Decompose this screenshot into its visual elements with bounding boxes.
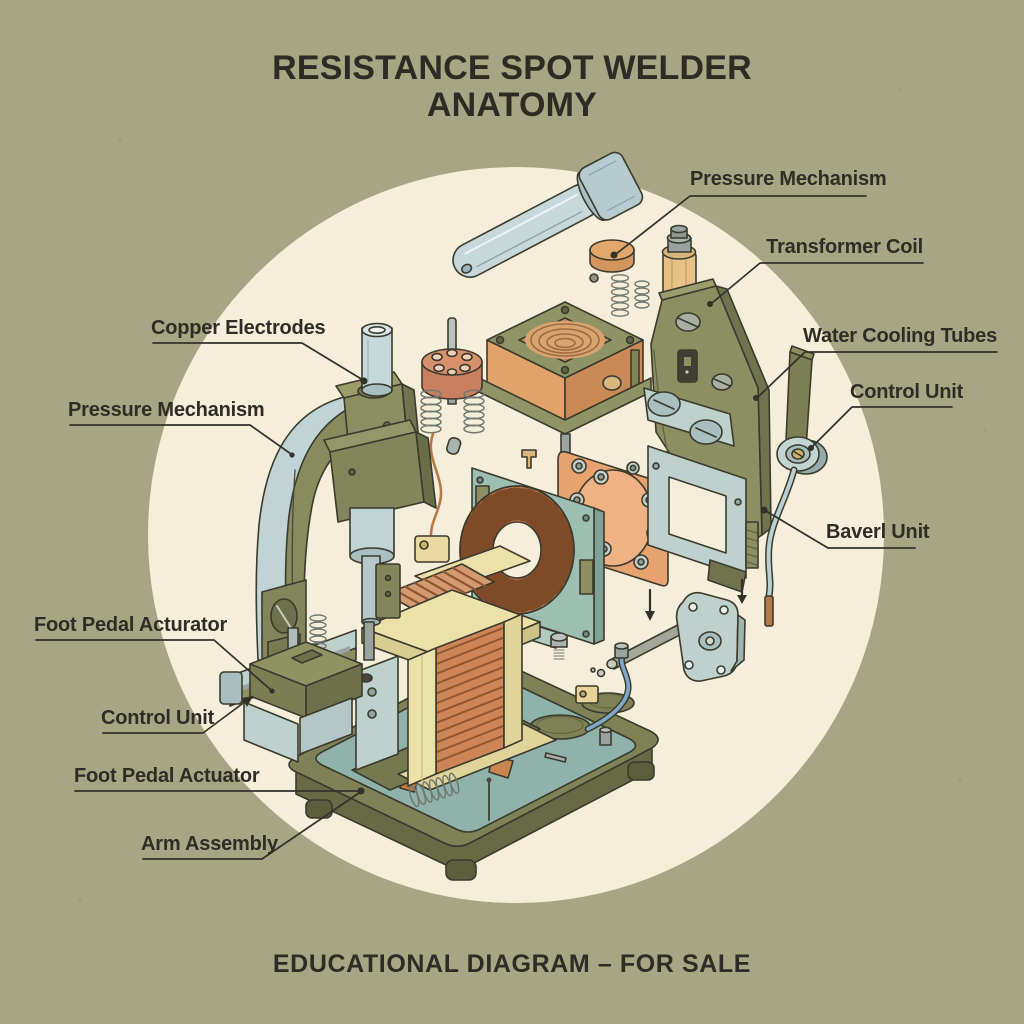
control-knob (764, 345, 828, 627)
foot-pedal (243, 614, 363, 763)
pressure-arm (255, 322, 437, 673)
label-foot-pedal-acturator: Foot Pedal Acturator (34, 614, 228, 636)
c-frame (643, 387, 759, 593)
upper-electrode (361, 322, 393, 397)
transformer-core (219, 545, 557, 791)
label-water-cooling-tubes: Water Cooling Tubes (803, 325, 997, 347)
label-pressure-mechanism-right: Pressure Mechanism (690, 168, 887, 190)
pressure-cap (589, 239, 650, 317)
caption: EDUCATIONAL DIAGRAM – FOR SALE (272, 950, 752, 978)
knurled-bolt (550, 632, 568, 660)
transformer-housing (478, 301, 652, 459)
lower-electrode (349, 507, 401, 661)
cylinder-tube (452, 151, 644, 278)
motor-unit (590, 591, 746, 682)
disc-springs (420, 389, 485, 434)
title-line-2: ANATOMY (426, 86, 598, 124)
page-title: RESISTANCE SPOT WELDER ANATOMY (0, 50, 1024, 124)
leader-lines (35, 195, 998, 860)
copper-wire (414, 432, 450, 563)
paper-specks (78, 28, 987, 902)
label-foot-pedal-actuator: Foot Pedal Actuator (74, 765, 260, 787)
label-baverl-unit: Baverl Unit (826, 521, 930, 543)
base-spring (408, 772, 492, 821)
key-block (521, 449, 537, 469)
label-control-unit-left: Control Unit (101, 707, 215, 729)
label-transformer-coil: Transformer Coil (766, 236, 923, 258)
explode-arrows (645, 578, 747, 621)
contact-disc (420, 317, 485, 455)
label-arm-assembly: Arm Assembly (141, 833, 278, 855)
label-pressure-mechanism-left: Pressure Mechanism (68, 399, 265, 421)
label-control-unit-right: Control Unit (850, 381, 964, 403)
cap-spring (610, 274, 650, 317)
label-copper-electrodes: Copper Electrodes (151, 317, 326, 339)
title-line-1: RESISTANCE SPOT WELDER (272, 49, 752, 87)
